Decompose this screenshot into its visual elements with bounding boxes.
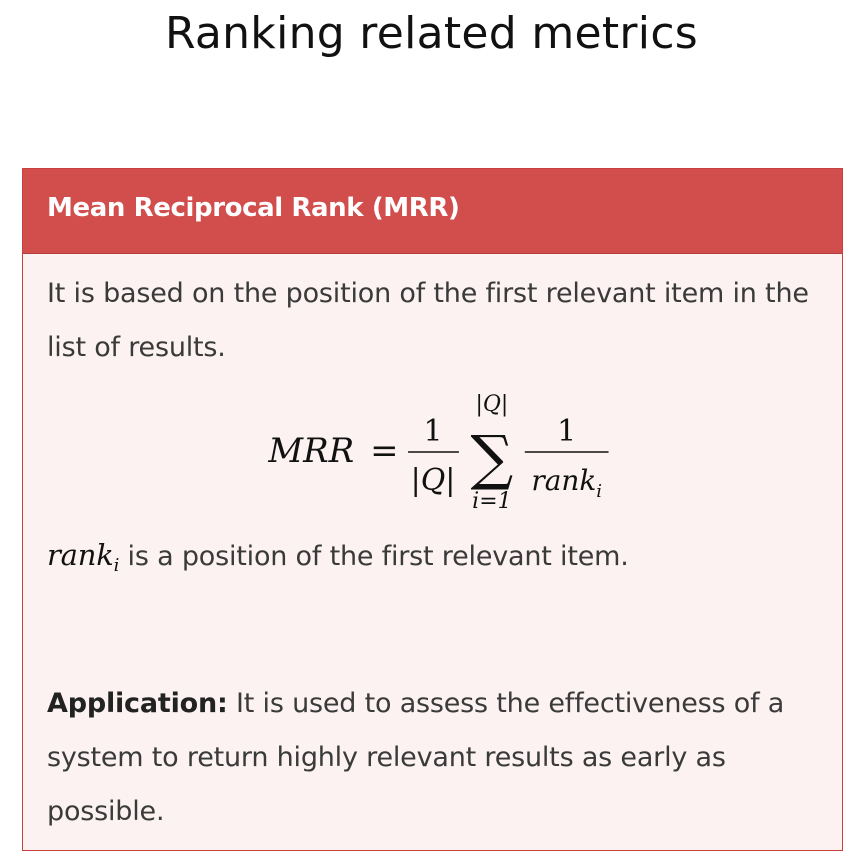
card-title: Mean Reciprocal Rank (MRR) (47, 193, 460, 223)
frac1-denominator: |Q| (411, 463, 456, 498)
card-header: Mean Reciprocal Rank (MRR) (23, 169, 842, 254)
frac2-den-base: rank (531, 464, 596, 497)
mrr-formula: MRR = 1 |Q| |Q| ∑ i=1 1 ranki (267, 392, 609, 514)
rank-note-text: is a position of the first relevant item… (119, 541, 629, 572)
rank-note: ranki is a position of the first relevan… (47, 535, 629, 586)
sum-lower-limit: i=1 (472, 489, 511, 514)
application-label: Application: (47, 688, 228, 719)
rank-variable: ranki (47, 538, 119, 576)
page-title: Ranking related metrics (164, 8, 699, 59)
formula-equals: = (370, 431, 398, 470)
frac2-numerator: 1 (557, 414, 576, 449)
sum-upper-limit: |Q| (475, 392, 508, 417)
frac2-den-sub: i (596, 481, 602, 502)
application-text: Application: It is used to assess the ef… (47, 677, 837, 839)
intro-text: It is based on the position of the first… (47, 278, 809, 363)
frac1-numerator: 1 (423, 414, 442, 449)
rank-var-sub: i (113, 555, 120, 576)
application-body: It is used to assess the effectiveness o… (47, 688, 785, 827)
mrr-card: Mean Reciprocal Rank (MRR) It is based o… (22, 168, 843, 851)
frac2-denominator: ranki (531, 464, 602, 502)
rank-var-base: rank (47, 538, 114, 572)
formula-lhs: MRR (267, 431, 354, 470)
sum-symbol: ∑ (470, 423, 513, 493)
